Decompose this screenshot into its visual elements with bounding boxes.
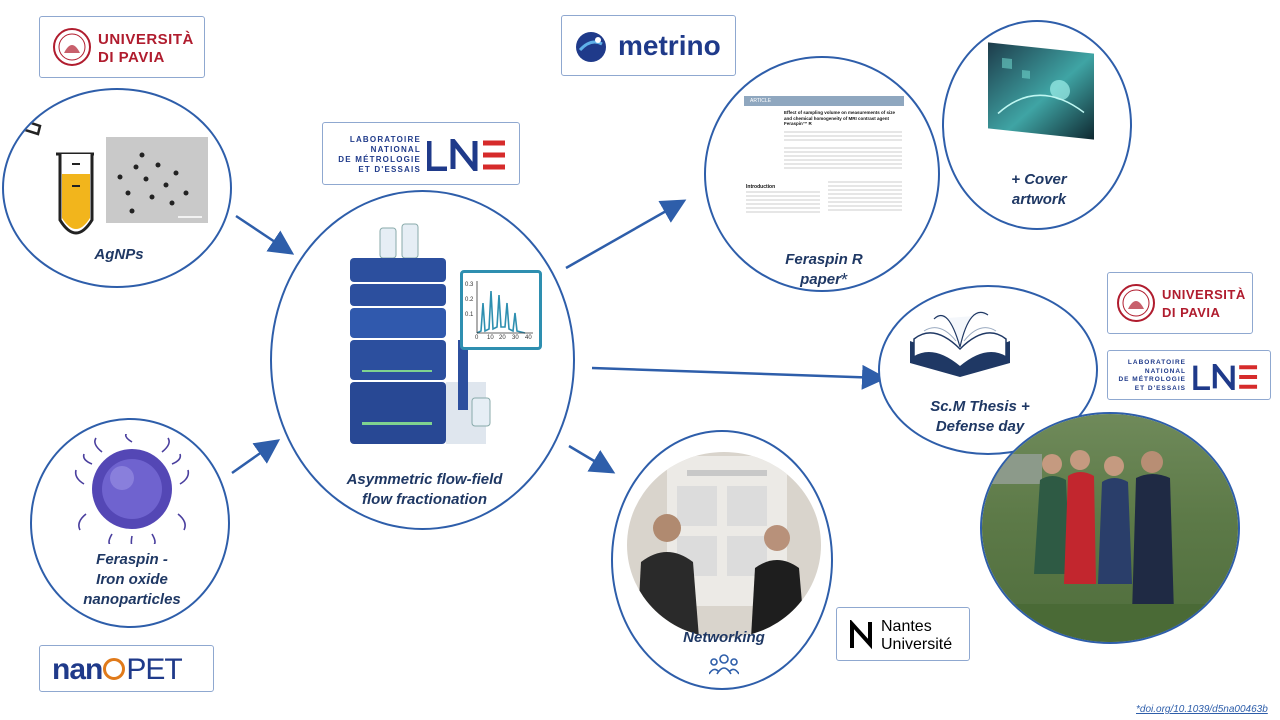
arrow-feraspin-to-af4: [231, 439, 281, 475]
lne-logo-center: LABORATOIRE NATIONAL DE MÉTROLOGIE ET D'…: [322, 122, 520, 185]
lne-mark-icon: [1193, 364, 1258, 390]
cover-circle: + Cover artwork: [942, 20, 1132, 230]
arrow-af4-to-networking: [568, 444, 616, 474]
feraspin-label-2: Iron oxide: [96, 571, 168, 588]
feraspin-circle: Feraspin - Iron oxide nanoparticles: [30, 418, 230, 628]
paper-label-1: Feraspin R: [785, 251, 863, 268]
paper-section: Introduction: [746, 184, 776, 190]
pavia-name-line1: UNIVERSITÀ: [98, 31, 194, 48]
agnps-label: AgNPs: [94, 246, 144, 263]
nanoparticle-icon: [74, 434, 190, 544]
arrow-agnps-to-af4: [235, 214, 295, 255]
inset-y-tick: 0.3: [465, 282, 474, 288]
paper-circle: ARTICLE Effect of sampling volume on mea…: [704, 56, 940, 292]
open-book-icon: [910, 311, 1010, 377]
lne-text-line4: ET D'ESSAIS: [358, 165, 421, 174]
nantes-line1: Nantes: [881, 618, 932, 635]
group-photo-circle: [980, 412, 1240, 644]
fractogram-inset: 0.3 0.2 0.1 0 10 20 30 40: [460, 270, 542, 350]
nanopet-prefix: nan: [52, 653, 103, 686]
pavia-logo: UNIVERSITÀ DI PAVIA: [39, 16, 205, 78]
paper-preview: ARTICLE Effect of sampling volume on mea…: [744, 96, 904, 234]
thesis-label-1: Sc.M Thesis +: [930, 398, 1030, 415]
cover-label-2: artwork: [1011, 191, 1067, 208]
inset-y-tick: 0.2: [465, 297, 474, 303]
lne-text-line3: DE MÉTROLOGIE: [338, 155, 421, 164]
nanopet-o-icon: [103, 658, 126, 680]
lne-logo-right: LABORATOIRE NATIONAL DE MÉTROLOGIE ET D'…: [1107, 350, 1271, 400]
cover-artwork-image: [988, 42, 1094, 140]
tem-image: [106, 137, 208, 223]
feraspin-label-1: Feraspin -: [96, 551, 168, 568]
af4-circle: 0.3 0.2 0.1 0 10 20 30 40 Asymmetric flo…: [270, 190, 575, 530]
af4-label-2: flow fractionation: [362, 491, 487, 508]
lne-text-line2: NATIONAL: [370, 145, 421, 154]
inset-x-tick: 30: [512, 335, 519, 341]
lne-text-line1: LABORATOIRE: [1127, 359, 1186, 366]
inset-x-tick: 40: [525, 335, 532, 341]
pavia-logo-right: UNIVERSITÀ DI PAVIA: [1107, 272, 1253, 334]
group-photo: [982, 414, 1238, 642]
inset-x-tick: 20: [499, 335, 506, 341]
af4-label-1: Asymmetric flow-field: [346, 471, 503, 488]
metrino-globe-icon: [576, 32, 606, 62]
paper-star: *: [840, 270, 848, 290]
nantes-logo: Nantes Université: [836, 607, 970, 661]
doi-footnote[interactable]: *doi.org/10.1039/d5na00463b: [1136, 704, 1268, 715]
agnps-circle: AgNPs: [2, 88, 232, 288]
pavia-seal-icon: [1117, 284, 1155, 322]
pavia-seal-icon: [53, 28, 91, 66]
lne-text-line4: ET D'ESSAIS: [1134, 384, 1186, 392]
metrino-wordmark: metrino: [618, 30, 721, 61]
test-tube-icon: [4, 114, 94, 235]
nanopet-logo: nan PET: [39, 645, 214, 692]
pavia-name-line2: DI PAVIA: [98, 49, 165, 66]
networking-photo: [627, 452, 821, 638]
paper-label-2: paper*: [706, 270, 938, 290]
arrow-af4-to-thesis: [591, 364, 887, 390]
lne-text-line3: DE MÉTROLOGIE: [1118, 376, 1186, 383]
paper-label-2-text: paper: [800, 271, 841, 288]
lne-mark-icon: [427, 139, 505, 171]
pavia-name-line1: UNIVERSITÀ: [1162, 287, 1246, 302]
arrow-af4-to-paper: [565, 199, 687, 270]
networking-label: Networking: [683, 629, 765, 646]
networking-circle: Networking: [611, 430, 833, 690]
nanopet-suffix: PET: [126, 653, 182, 686]
feraspin-label-3: nanoparticles: [83, 591, 181, 608]
paper-tag: ARTICLE: [744, 96, 904, 106]
nantes-line2: Université: [881, 636, 953, 653]
people-group-icon: [709, 654, 739, 675]
cover-label-1: + Cover: [1011, 171, 1067, 188]
paper-title: Effect of sampling volume on measurement…: [784, 110, 896, 126]
pavia-name-line2: DI PAVIA: [1162, 305, 1221, 320]
inset-x-tick: 10: [487, 335, 494, 341]
metrino-logo: metrino: [561, 15, 736, 76]
inset-x-tick: 0: [475, 335, 479, 341]
lne-text-line2: NATIONAL: [1144, 367, 1186, 375]
af4-instrument-icon: [350, 223, 491, 444]
inset-y-tick: 0.1: [465, 312, 474, 318]
nantes-n-icon: [850, 620, 872, 650]
lne-text-line1: LABORATOIRE: [349, 135, 421, 144]
